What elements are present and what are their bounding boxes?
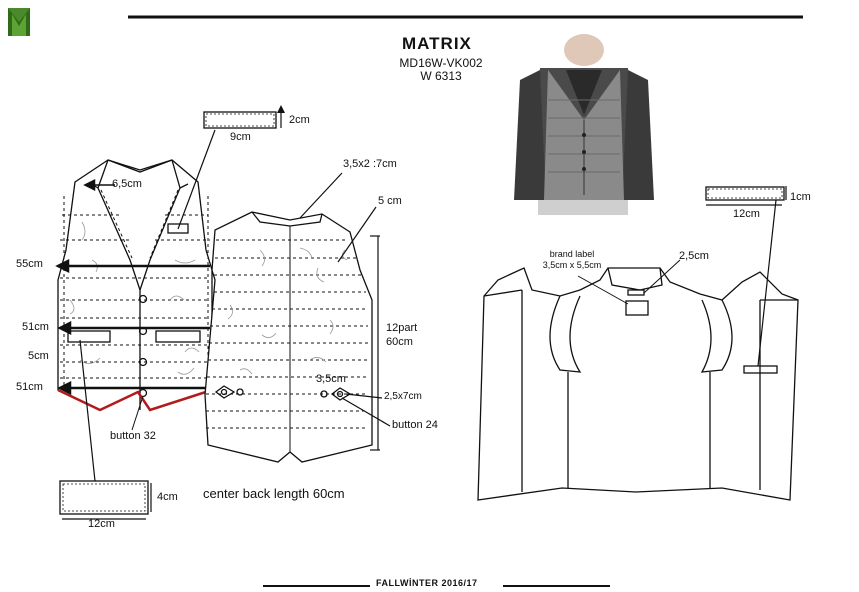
top-label-width: 9cm xyxy=(230,131,251,143)
page-title: MATRIX xyxy=(402,34,472,53)
pocket-5-measure: 5cm xyxy=(28,350,49,362)
front-vest-sketch xyxy=(57,159,213,411)
inner-flat-sketch xyxy=(477,267,799,501)
back-length-bracket xyxy=(370,235,380,451)
top-label-height: 2cm xyxy=(289,114,310,126)
front-55-measure: 55cm xyxy=(16,258,43,270)
button-front-label: button 32 xyxy=(110,430,156,442)
top-label-box xyxy=(203,111,277,129)
back-5cm-measure: 5 cm xyxy=(378,195,402,207)
fabric-code: W 6313 xyxy=(420,69,462,83)
back-vest-sketch xyxy=(204,211,373,463)
brand-label-title: brand label xyxy=(549,249,595,259)
front-51a-measure: 51cm xyxy=(22,321,49,333)
back-parts-label: 12part xyxy=(386,322,418,334)
center-back-length: center back length 60cm xyxy=(203,486,345,501)
right-label-box xyxy=(705,186,785,201)
right-label-width: 12cm xyxy=(733,208,760,220)
right-label-leader xyxy=(757,199,777,367)
back-tab-measure: 3,5x2 :7cm xyxy=(343,158,397,170)
front-hem-red-line xyxy=(57,388,213,412)
right-label-height: 1cm xyxy=(790,191,811,203)
back-35-measure: 3,5cm xyxy=(316,373,346,385)
button-front-leader xyxy=(131,395,144,431)
bottom-label-height: 4cm xyxy=(157,491,178,503)
bottom-label-box xyxy=(59,480,149,515)
back-tab2-measure: 2,5x7cm xyxy=(384,391,422,402)
lapel-measure: 6,5cm xyxy=(112,178,142,190)
footer-season: FALLWİNTER 2016/17 xyxy=(376,578,478,588)
brand-logo xyxy=(8,8,30,36)
bottom-label-width: 12cm xyxy=(88,518,115,530)
bottom-label-leader xyxy=(79,339,96,482)
product-photo xyxy=(510,33,654,215)
front-measure-arrows xyxy=(55,178,210,396)
brand-label-size: 3,5cm x 5,5cm xyxy=(542,260,602,270)
front-51b-measure: 51cm xyxy=(16,381,43,393)
model-code: MD16W-VK002 xyxy=(399,56,483,70)
back-60-measure: 60cm xyxy=(386,336,413,348)
inner-25-measure: 2,5cm xyxy=(679,250,709,262)
top-label-leader xyxy=(177,129,216,230)
button-back-label: button 24 xyxy=(392,419,438,431)
